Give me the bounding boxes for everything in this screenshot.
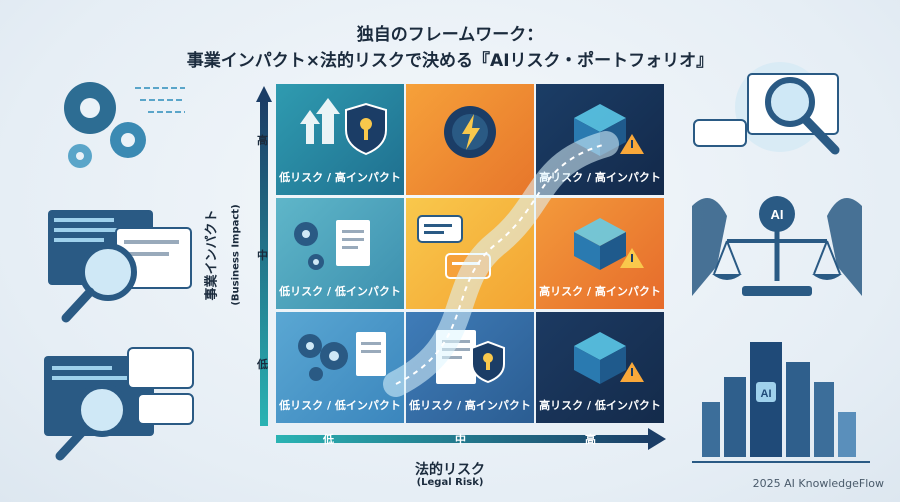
server-warning-icon (574, 332, 644, 384)
ai-city-badge-text: AI (761, 388, 772, 400)
gears-illustration-icon (64, 82, 185, 168)
x-axis-sublabel: (Legal Risk) (416, 477, 484, 488)
x-axis-arrow (276, 428, 666, 450)
page-subtitle: 事業インパクト×法的リスクで決める『AIリスク・ポートフォリオ』 (186, 51, 714, 71)
cell-low-risk-mid-impact: 低リスク / 低インパクト (276, 198, 404, 309)
y-tick-mid: 中 (257, 249, 268, 262)
x-tick-low: 低 (323, 433, 334, 446)
y-axis-arrow (256, 86, 272, 426)
cell-mid-risk-high-impact (406, 84, 534, 195)
risk-matrix: 低リスク / 高インパクト 高リスク / 高インパクト 低リスク / 低インパク… (276, 84, 664, 424)
cell-label: 高リスク / 低インパクト (539, 399, 661, 412)
cell-label: 低リスク / 高インパクト (279, 171, 401, 184)
y-axis-label: 事業インパクト (204, 209, 220, 301)
server-warning-icon (574, 218, 644, 270)
cell-label: 低リスク / 低インパクト (279, 285, 401, 298)
gear-lightning-icon (444, 106, 496, 158)
cell-low-risk-high-impact: 低リスク / 高インパクト (276, 84, 404, 195)
ai-scale-illustration-icon: AI (692, 196, 862, 296)
page-title: 独自のフレームワーク： (356, 25, 544, 45)
y-tick-low: 低 (257, 358, 268, 371)
y-axis-sublabel: (Business Impact) (230, 204, 242, 306)
search-report-illustration-icon (693, 62, 840, 155)
cell-label: 低リスク / 高インパクト (409, 399, 531, 412)
cell-label: 低リスク / 低インパクト (279, 399, 401, 412)
y-tick-high: 高 (257, 134, 268, 147)
gears-document-icon (294, 220, 370, 270)
x-tick-mid: 中 (455, 433, 466, 446)
x-tick-high: 高 (585, 433, 596, 446)
cell-label: 高リスク / 高インパクト (539, 285, 661, 298)
cell-high-risk-low-impact: 高リスク / 低インパクト (536, 312, 664, 423)
cell-low-risk-low-impact: 低リスク / 低インパクト (276, 312, 404, 423)
ai-city-illustration-icon: AI (692, 342, 870, 463)
flow-path (383, 131, 619, 397)
ai-badge-text: AI (771, 207, 784, 222)
x-axis-label: 法的リスク (415, 462, 485, 478)
gears-document-shield-icon (298, 332, 386, 381)
arrows-shield-icon (300, 98, 387, 156)
magnifier-chat-illustration-icon (44, 347, 194, 461)
cell-high-risk-mid-impact: 高リスク / 高インパクト (536, 198, 664, 309)
magnifier-code-illustration-icon (48, 210, 192, 323)
brand-footer: 2025 AI KnowledgeFlow (752, 477, 884, 490)
